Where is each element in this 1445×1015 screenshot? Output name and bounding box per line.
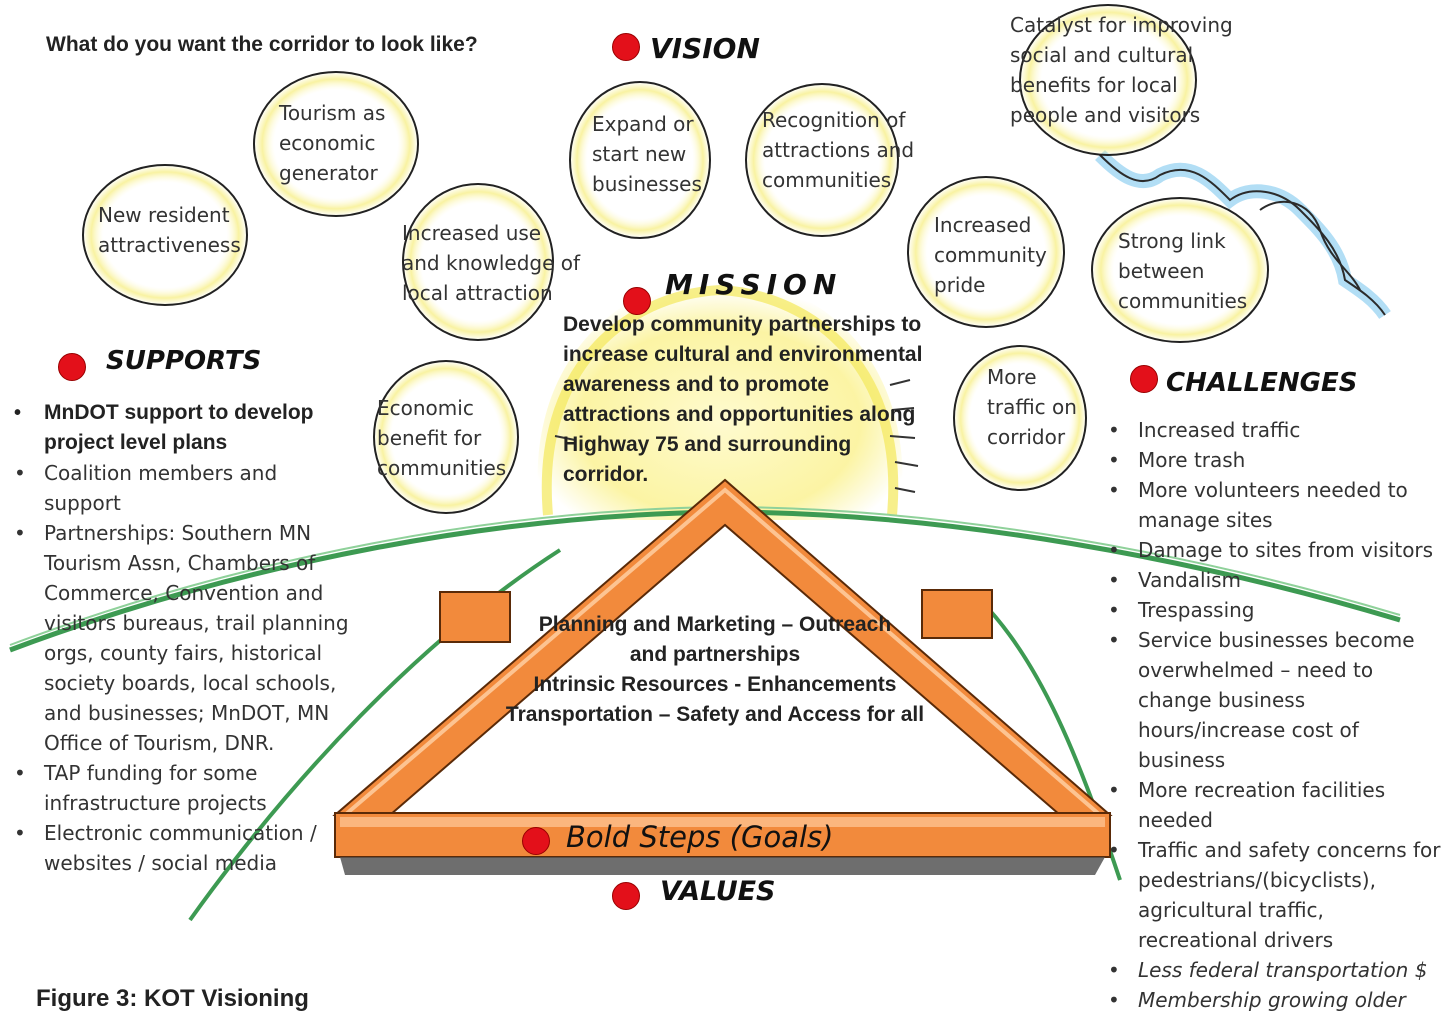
challenges-heading: CHALLENGES bbox=[1166, 368, 1358, 398]
bubble-text-catalyst: Catalyst for improving social and cultur… bbox=[1010, 13, 1233, 127]
road-pyramid bbox=[332, 478, 1113, 875]
road-text-line-3: Intrinsic Resources - Enhancements bbox=[533, 673, 897, 696]
challenges-item: Vandalism bbox=[1108, 565, 1443, 595]
supports-item: Electronic communication / websites / so… bbox=[14, 818, 354, 878]
bubble-text-economic-benefit: Economic benefit for communities bbox=[377, 396, 507, 480]
bubble-text-tourism: Tourism as economic generator bbox=[279, 101, 386, 185]
vision-heading: VISION bbox=[650, 32, 760, 65]
challenges-item: More volunteers needed to manage sites bbox=[1108, 475, 1443, 535]
supports-item: MnDOT support to develop project level p… bbox=[14, 398, 354, 458]
bubble-text-increased-use: Increased use and knowledge of local att… bbox=[402, 221, 581, 305]
challenges-item: Damage to sites from visitors bbox=[1108, 535, 1443, 565]
bold-steps-heading: Bold Steps (Goals) bbox=[566, 820, 834, 854]
road-text-line-2: and partnerships bbox=[629, 643, 801, 666]
values-heading: VALUES bbox=[660, 876, 776, 907]
bubble-text-strong-link: Strong link between communities bbox=[1118, 229, 1248, 313]
glow-rays bbox=[554, 379, 919, 493]
challenges-item: More recreation facilities needed bbox=[1108, 775, 1443, 835]
bubble-community-pride bbox=[907, 176, 1065, 328]
challenges-item: More trash bbox=[1108, 445, 1443, 475]
challenges-item: Service businesses become overwhelmed – … bbox=[1108, 625, 1443, 775]
figure-caption: Figure 3: KOT Visioning bbox=[36, 985, 309, 1012]
bubble-text-recognition: Recognition of attractions and communiti… bbox=[762, 108, 915, 192]
challenges-item: Less federal transportation $ bbox=[1108, 955, 1443, 985]
road-text-line-1: Planning and Marketing – Outreach bbox=[538, 613, 892, 636]
vision-bubbles bbox=[82, 4, 1269, 514]
cloud-decoration bbox=[1095, 150, 1391, 320]
bubble-text-expand: Expand or start new businesses bbox=[592, 112, 702, 196]
challenges-item: Membership growing older bbox=[1108, 985, 1443, 1015]
supports-dot bbox=[58, 353, 86, 381]
bubble-increased-use bbox=[402, 183, 554, 341]
challenges-item: Increased traffic bbox=[1108, 415, 1443, 445]
challenges-list: Increased traffic More trash More volunt… bbox=[1108, 415, 1443, 1015]
bubble-tourism bbox=[253, 71, 419, 217]
challenges-item: Traffic and safety concerns for pedestri… bbox=[1108, 835, 1443, 955]
values-dot bbox=[612, 882, 640, 910]
bubble-recognition bbox=[745, 83, 899, 237]
road-text: Planning and Marketing – Outreach and pa… bbox=[480, 610, 950, 730]
question-text: What do you want the corridor to look li… bbox=[46, 33, 478, 56]
bubble-more-traffic bbox=[953, 345, 1087, 491]
bubble-text-more-traffic: More traffic on corridor bbox=[987, 365, 1077, 449]
supports-item: Partnerships: Southern MN Tourism Assn, … bbox=[14, 518, 354, 758]
supports-heading: SUPPORTS bbox=[106, 346, 262, 376]
bubble-expand bbox=[569, 81, 711, 239]
bubble-new-resident bbox=[82, 164, 248, 306]
mission-glow bbox=[537, 275, 903, 520]
supports-item: TAP funding for some infrastructure proj… bbox=[14, 758, 354, 818]
challenges-item: Trespassing bbox=[1108, 595, 1443, 625]
bubble-text-community-pride: Increased community pride bbox=[934, 213, 1047, 297]
mission-text: Develop community partnerships to increa… bbox=[563, 313, 923, 486]
bubble-strong-link bbox=[1091, 197, 1269, 343]
mission-dot bbox=[623, 287, 651, 315]
vision-dot bbox=[612, 33, 640, 61]
supports-list: MnDOT support to develop project level p… bbox=[14, 398, 354, 878]
bubble-text-new-resident: New resident attractiveness bbox=[98, 203, 241, 257]
bold-steps-dot bbox=[522, 827, 550, 855]
bubble-catalyst bbox=[1019, 4, 1197, 156]
challenges-dot bbox=[1130, 365, 1158, 393]
mission-heading: MISSION bbox=[665, 268, 843, 301]
bubble-economic-benefit bbox=[373, 360, 519, 514]
supports-item: Coalition members and support bbox=[14, 458, 354, 518]
road-text-line-4: Transportation – Safety and Access for a… bbox=[505, 703, 925, 726]
